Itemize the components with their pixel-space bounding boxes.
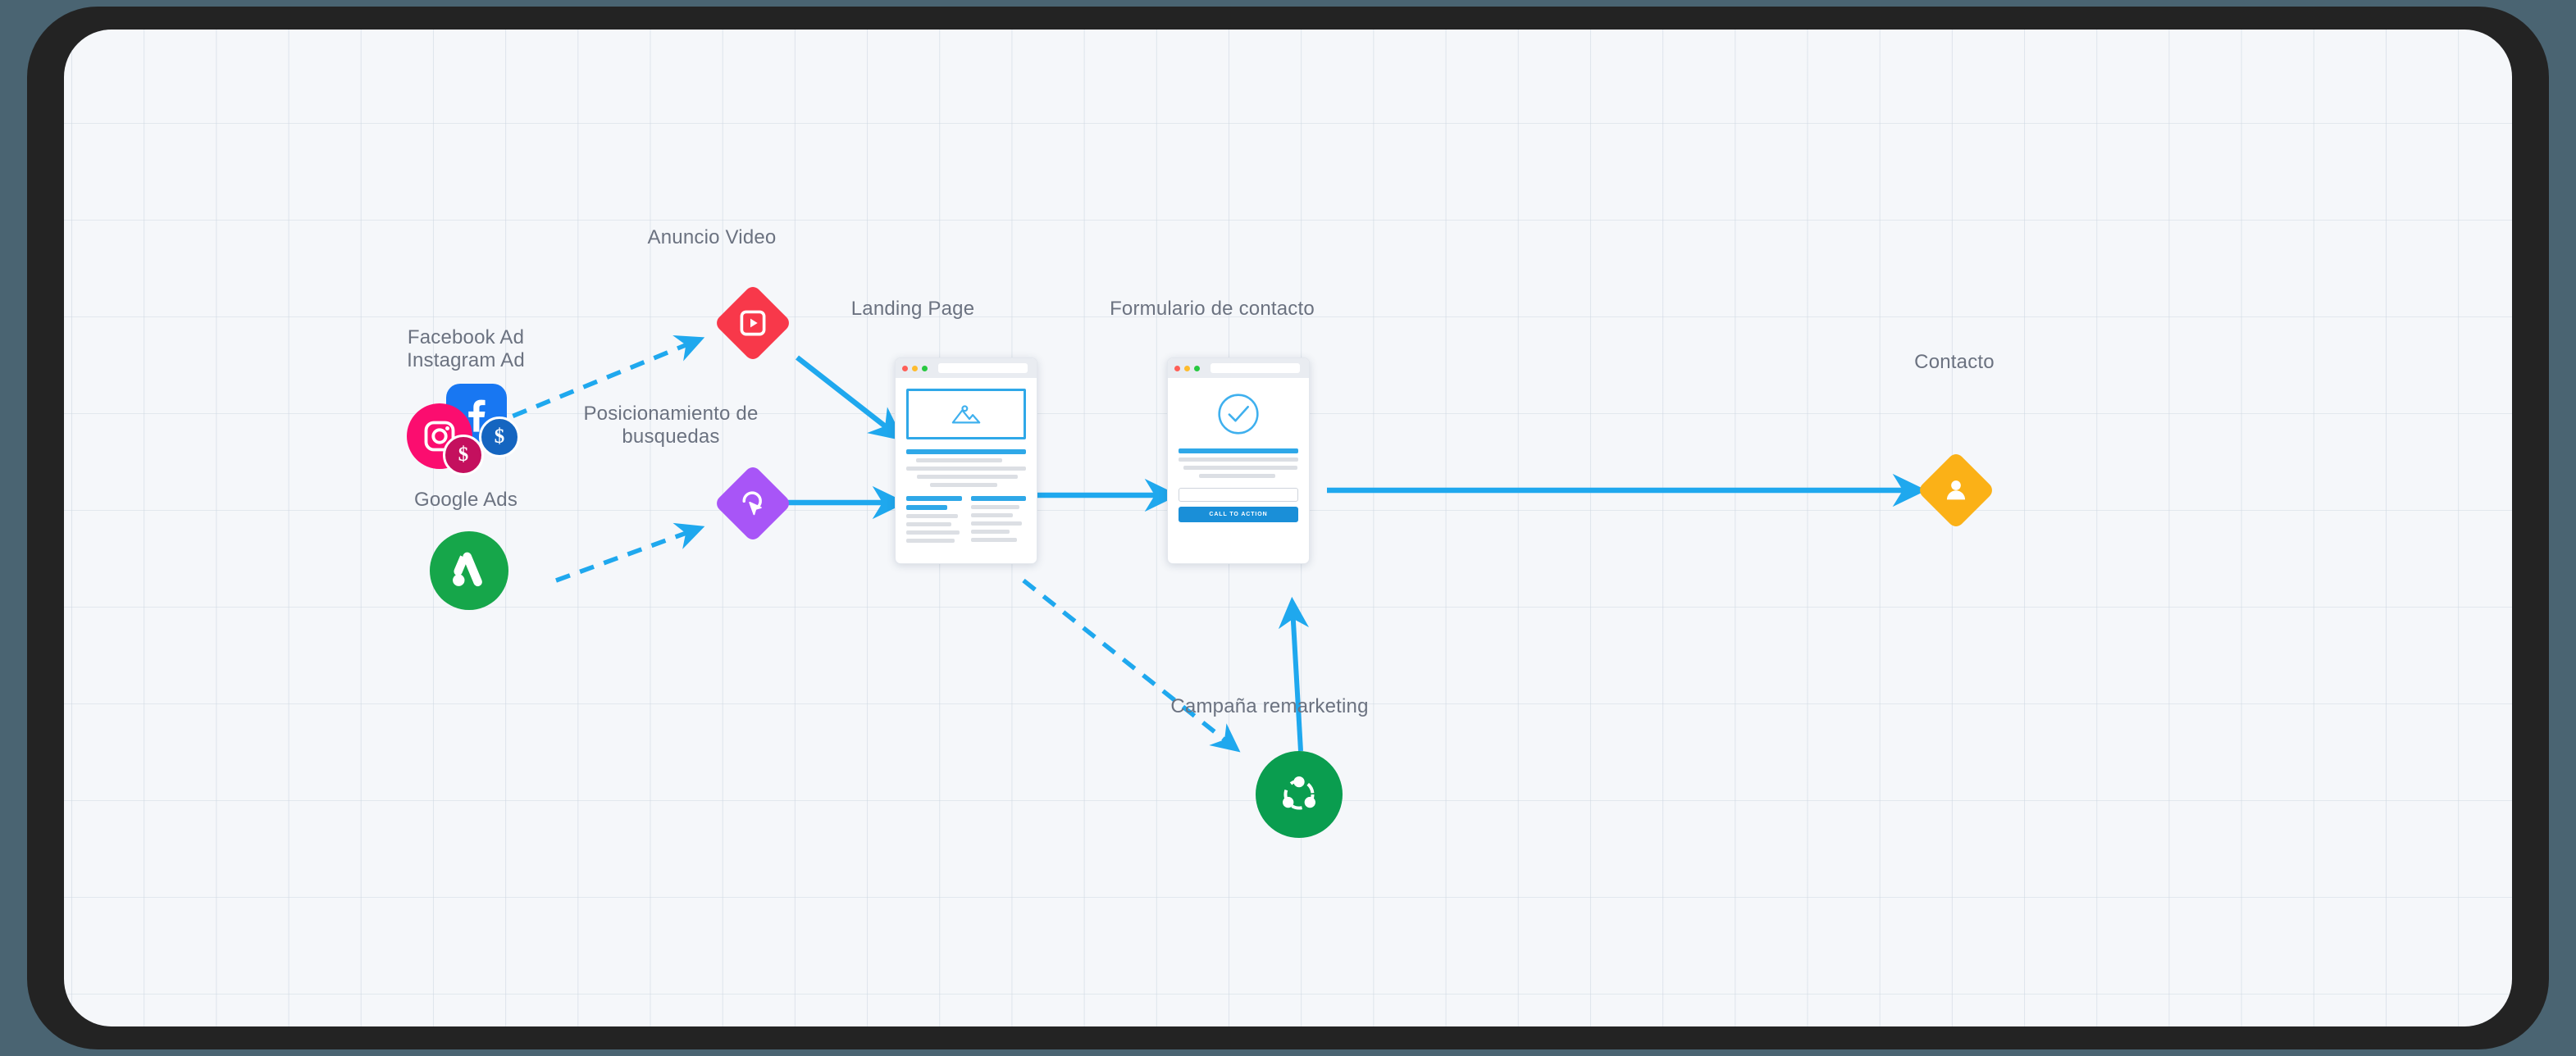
edge-google-to-posicionamiento	[555, 522, 705, 583]
landing-page-content	[896, 378, 1037, 558]
node-formulario-contacto[interactable]: CALL TO ACTION	[1167, 357, 1310, 564]
device-frame: Facebook Ad Instagram Ad $	[27, 7, 2549, 1049]
form-text-bar	[1179, 457, 1298, 462]
image-placeholder-icon	[951, 405, 981, 424]
call-to-action-button[interactable]: CALL TO ACTION	[1179, 507, 1298, 522]
form-text-bar	[1183, 466, 1297, 470]
column-heading-bar	[970, 496, 1026, 501]
cursor-click-icon	[737, 488, 768, 519]
content-column-left	[906, 496, 962, 547]
window-maximize-dot-icon	[922, 365, 928, 371]
form-text-bar	[1198, 474, 1276, 478]
user-person-icon	[1941, 476, 1971, 505]
label-posicionamiento-line2: busquedas	[622, 426, 720, 448]
window-minimize-dot-icon	[912, 365, 918, 371]
network-share-icon	[1283, 776, 1315, 810]
google-ads-icon	[453, 552, 482, 587]
node-posicionamiento-busquedas[interactable]	[712, 462, 794, 544]
content-text-bar	[906, 467, 1026, 471]
content-text-bar	[915, 458, 1002, 462]
column-text-bar	[906, 522, 952, 526]
label-anuncio-video: Anuncio Video	[647, 226, 777, 248]
hero-image-placeholder	[906, 389, 1026, 439]
window-close-dot-icon	[1174, 365, 1180, 371]
label-facebook-ad-line1: Facebook Ad	[407, 326, 525, 348]
column-text-bar	[970, 530, 1010, 534]
form-input-field[interactable]	[1179, 488, 1298, 502]
column-text-bar	[906, 530, 960, 535]
browser-url-bar[interactable]	[938, 363, 1028, 373]
content-columns	[906, 496, 1026, 547]
node-google-ads[interactable]	[430, 531, 508, 610]
facebook-dollar-badge-icon: $	[479, 416, 520, 457]
window-close-dot-icon	[902, 365, 908, 371]
column-text-bar	[970, 521, 1022, 526]
label-facebook-ad: Facebook Ad Instagram Ad	[343, 326, 589, 373]
label-instagram-ad-line2: Instagram Ad	[407, 349, 525, 372]
form-heading-bar	[1179, 448, 1298, 453]
contact-form-content: CALL TO ACTION	[1168, 378, 1309, 534]
edge-video-to-landing	[795, 355, 905, 441]
column-text-bar	[906, 514, 959, 518]
node-campana-remarketing[interactable]	[1256, 751, 1343, 838]
diagram-canvas[interactable]: Facebook Ad Instagram Ad $	[64, 30, 2512, 1026]
node-contacto[interactable]	[1915, 449, 1997, 531]
check-circle-icon	[1218, 394, 1259, 435]
node-anuncio-video[interactable]	[712, 282, 794, 364]
column-text-bar	[906, 539, 955, 543]
label-posicionamiento-busquedas: Posicionamiento de busquedas	[548, 403, 794, 449]
edge-remarketing-to-formulario	[1278, 596, 1310, 752]
label-google-ads: Google Ads	[413, 489, 518, 511]
column-heading-bar	[906, 496, 962, 501]
content-text-bar	[917, 475, 1018, 479]
column-text-bar	[970, 505, 1019, 509]
label-landing-page: Landing Page	[850, 298, 975, 320]
video-play-icon	[737, 307, 768, 339]
browser-titlebar	[896, 358, 1037, 378]
label-contacto: Contacto	[1914, 351, 1995, 373]
window-minimize-dot-icon	[1184, 365, 1190, 371]
content-heading-bar	[906, 449, 1026, 454]
column-text-bar	[970, 513, 1013, 517]
node-facebook-instagram-ad[interactable]: $ $	[407, 384, 522, 490]
instagram-dollar-badge-icon: $	[443, 435, 484, 476]
edge-layer	[464, 335, 1927, 753]
facebook-f-glyph	[468, 399, 486, 432]
success-check-wrap	[1179, 391, 1298, 437]
column-heading-bar	[906, 505, 947, 510]
column-text-bar	[970, 538, 1018, 542]
content-column-right	[970, 496, 1026, 547]
label-formulario-contacto: Formulario de contacto	[1110, 298, 1315, 320]
label-campana-remarketing: Campaña remarketing	[1170, 695, 1369, 717]
content-text-bar	[930, 483, 997, 487]
window-maximize-dot-icon	[1194, 365, 1200, 371]
browser-titlebar	[1168, 358, 1309, 378]
label-posicionamiento-line1: Posicionamiento de	[583, 403, 759, 425]
browser-url-bar[interactable]	[1210, 363, 1300, 373]
node-landing-page[interactable]	[895, 357, 1037, 564]
edge-landing-to-remarketing	[1022, 578, 1241, 753]
edge-facebook-to-video	[464, 335, 705, 438]
